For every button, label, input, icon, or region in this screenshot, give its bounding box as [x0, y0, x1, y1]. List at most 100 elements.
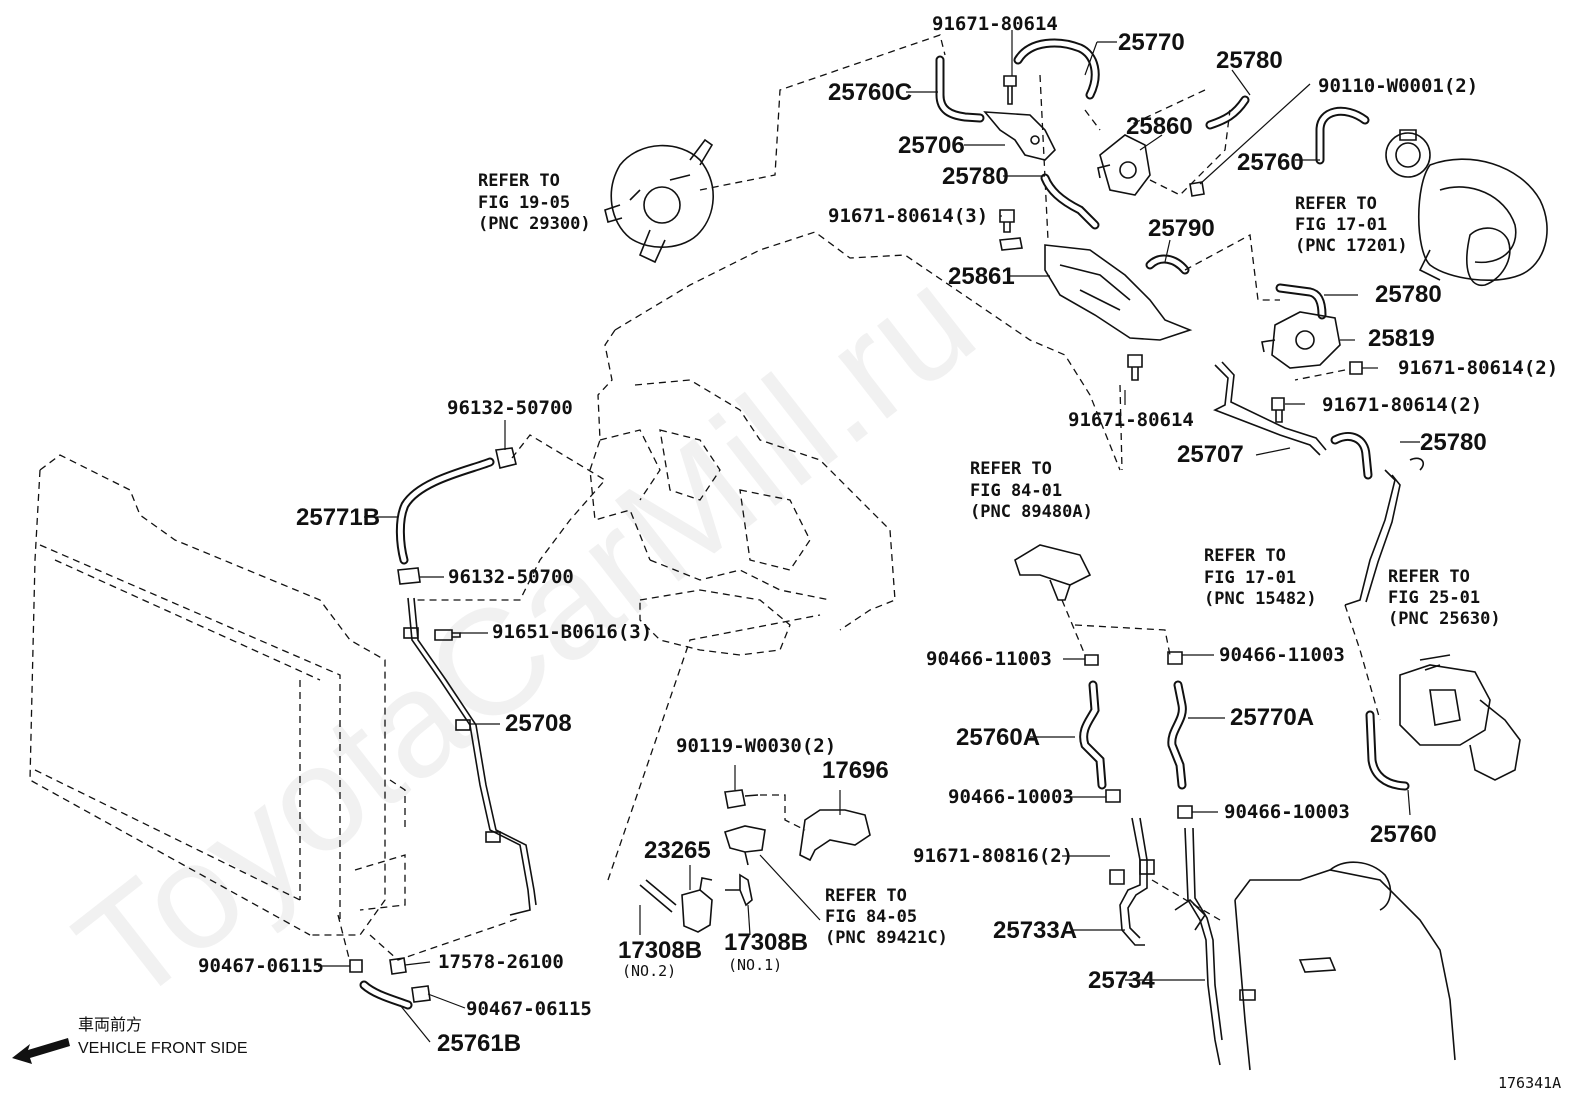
bolt-91671-2a	[1349, 361, 1363, 375]
refer-note-17-01-b-line1: REFER TO	[1204, 546, 1286, 566]
sensor-89480a	[1014, 544, 1092, 601]
front-side-indicator: 車両前方 VEHICLE FRONT SIDE	[12, 1016, 248, 1064]
hose-17308b-no2	[639, 879, 677, 913]
dash-25790	[1184, 233, 1280, 301]
label-25734: 25734	[1088, 967, 1155, 994]
refer-note-84-01-line3: (PNC 89480A)	[970, 502, 1093, 522]
hose-25780-d	[1330, 432, 1373, 480]
label-17308b-a: 17308B	[618, 937, 702, 964]
bracket-25706	[983, 111, 1056, 161]
bolt-91671-3	[999, 209, 1015, 233]
label-23265: 23265	[644, 837, 711, 864]
refer-note-25-01-line3: (PNC 25630)	[1388, 609, 1501, 629]
hose-25760a	[1079, 680, 1107, 790]
vsv-25819	[1261, 311, 1341, 369]
pipe-25708	[403, 597, 537, 916]
label-91671-80816: 91671-80816(2)	[913, 845, 1073, 867]
radiator	[29, 454, 406, 936]
label-17578: 17578-26100	[438, 951, 564, 973]
refer-note-17-01-b: REFER TO FIG 17-01 (PNC 15482)	[1204, 546, 1317, 609]
dash-left-1	[337, 914, 351, 963]
bolt-91671-mid	[1127, 354, 1143, 381]
dash-left-3	[415, 434, 607, 601]
refer-note-17-01-a: REFER TO FIG 17-01 (PNC 17201)	[1295, 194, 1408, 256]
intake-duct	[1234, 861, 1456, 1071]
label-90466-11003-b: 90466-11003	[1219, 644, 1345, 666]
clamp-90466-11003-b	[1167, 651, 1183, 665]
egr-25630	[1399, 654, 1521, 781]
refer-note-19-05-line3: (PNC 29300)	[478, 214, 591, 234]
bolt-91671-2b	[1271, 397, 1285, 423]
front-side-jp: 車両前方	[78, 1016, 142, 1034]
refer-note-17-01-a-line1: REFER TO	[1295, 194, 1377, 214]
figure-id: 176341A	[1498, 1074, 1561, 1092]
dash-89480a	[1061, 599, 1171, 656]
label-no1: (NO.1)	[728, 956, 782, 974]
dash-pump	[699, 34, 946, 191]
label-90466-10003-a: 90466-10003	[948, 786, 1074, 808]
refer-note-19-05: REFER TO FIG 19-05 (PNC 29300)	[478, 171, 591, 234]
label-25819: 25819	[1368, 325, 1435, 352]
dash-vsv	[1149, 109, 1231, 196]
bolt-91651	[434, 629, 461, 641]
clamp-90466-10003-b	[1177, 805, 1193, 819]
label-25706: 25706	[898, 132, 965, 159]
refer-note-17-01-b-line2: FIG 17-01	[1204, 568, 1296, 588]
vsv-23265	[681, 877, 713, 933]
vsv-25860	[1097, 134, 1151, 196]
vacuum-pump	[604, 138, 714, 264]
label-91651: 91651-B0616(3)	[492, 621, 652, 643]
refer-note-25-01-line1: REFER TO	[1388, 567, 1470, 587]
bolt-91671-top	[1003, 75, 1017, 105]
dash-mid	[1119, 384, 1123, 471]
refer-note-84-05: REFER TO FIG 84-05 (PNC 89421C)	[825, 886, 948, 948]
refer-note-84-05-line2: FIG 84-05	[825, 907, 917, 927]
label-25861: 25861	[948, 263, 1015, 290]
hose-25780-c	[1275, 283, 1327, 320]
hose-25770a	[1167, 680, 1187, 790]
egr-valve	[1385, 129, 1548, 287]
refer-note-84-01-line2: FIG 84-01	[970, 481, 1062, 501]
front-arrow-icon	[12, 1038, 70, 1064]
label-90467-b: 90467-06115	[466, 998, 592, 1020]
refer-note-19-05-line2: FIG 19-05	[478, 193, 570, 213]
label-90466-11003-a: 90466-11003	[926, 648, 1052, 670]
pipe-25733a	[1119, 817, 1155, 946]
refer-note-17-01-a-line3: (PNC 17201)	[1295, 236, 1408, 256]
hose-25760-top	[1315, 106, 1370, 165]
label-25760a: 25760A	[956, 724, 1040, 751]
label-96132-a: 96132-50700	[447, 397, 573, 419]
bolt-90110	[1189, 181, 1205, 197]
label-91671-80614-mid: 91671-80614	[1068, 409, 1194, 431]
refer-note-84-05-line1: REFER TO	[825, 886, 907, 906]
clamp-90466-10003-a	[1105, 789, 1121, 803]
pipe-25734	[1174, 827, 1223, 1066]
engine-block	[589, 231, 1121, 656]
dash-25819	[1294, 369, 1346, 381]
refer-note-17-01-b-line3: (PNC 15482)	[1204, 589, 1317, 609]
hose-25771b	[395, 457, 495, 565]
clamp-96132-b	[397, 567, 421, 585]
label-91671-80614-3: 91671-80614(3)	[828, 205, 988, 227]
refer-note-17-01-a-line2: FIG 17-01	[1295, 215, 1387, 235]
label-25707: 25707	[1177, 441, 1244, 468]
hose-25780-b	[1040, 173, 1100, 230]
dash-left-2	[369, 917, 521, 961]
dash-25734	[1151, 879, 1221, 921]
refer-note-19-05-line1: REFER TO	[478, 171, 560, 191]
label-25860: 25860	[1126, 113, 1193, 140]
refer-note-25-01-line2: FIG 25-01	[1388, 588, 1480, 608]
part-labels: 91671-80614 25770 25780 90110-W0001(2) 2…	[198, 13, 1558, 1057]
dash-bottom-1	[607, 614, 821, 881]
hose-25780-a	[1205, 95, 1250, 130]
front-side-en: VEHICLE FRONT SIDE	[78, 1040, 248, 1057]
bolt-91671-80816	[1109, 869, 1125, 885]
label-90467-a: 90467-06115	[198, 955, 324, 977]
pipe-25707	[1213, 361, 1327, 456]
label-90110: 90110-W0001(2)	[1318, 75, 1478, 97]
clamp-96132-a	[495, 447, 517, 469]
label-90119: 90119-W0030(2)	[676, 735, 836, 757]
label-91671-80614-2b: 91671-80614(2)	[1322, 394, 1482, 416]
label-25770a: 25770A	[1230, 704, 1314, 731]
hose-25760-bottom	[1365, 710, 1410, 791]
